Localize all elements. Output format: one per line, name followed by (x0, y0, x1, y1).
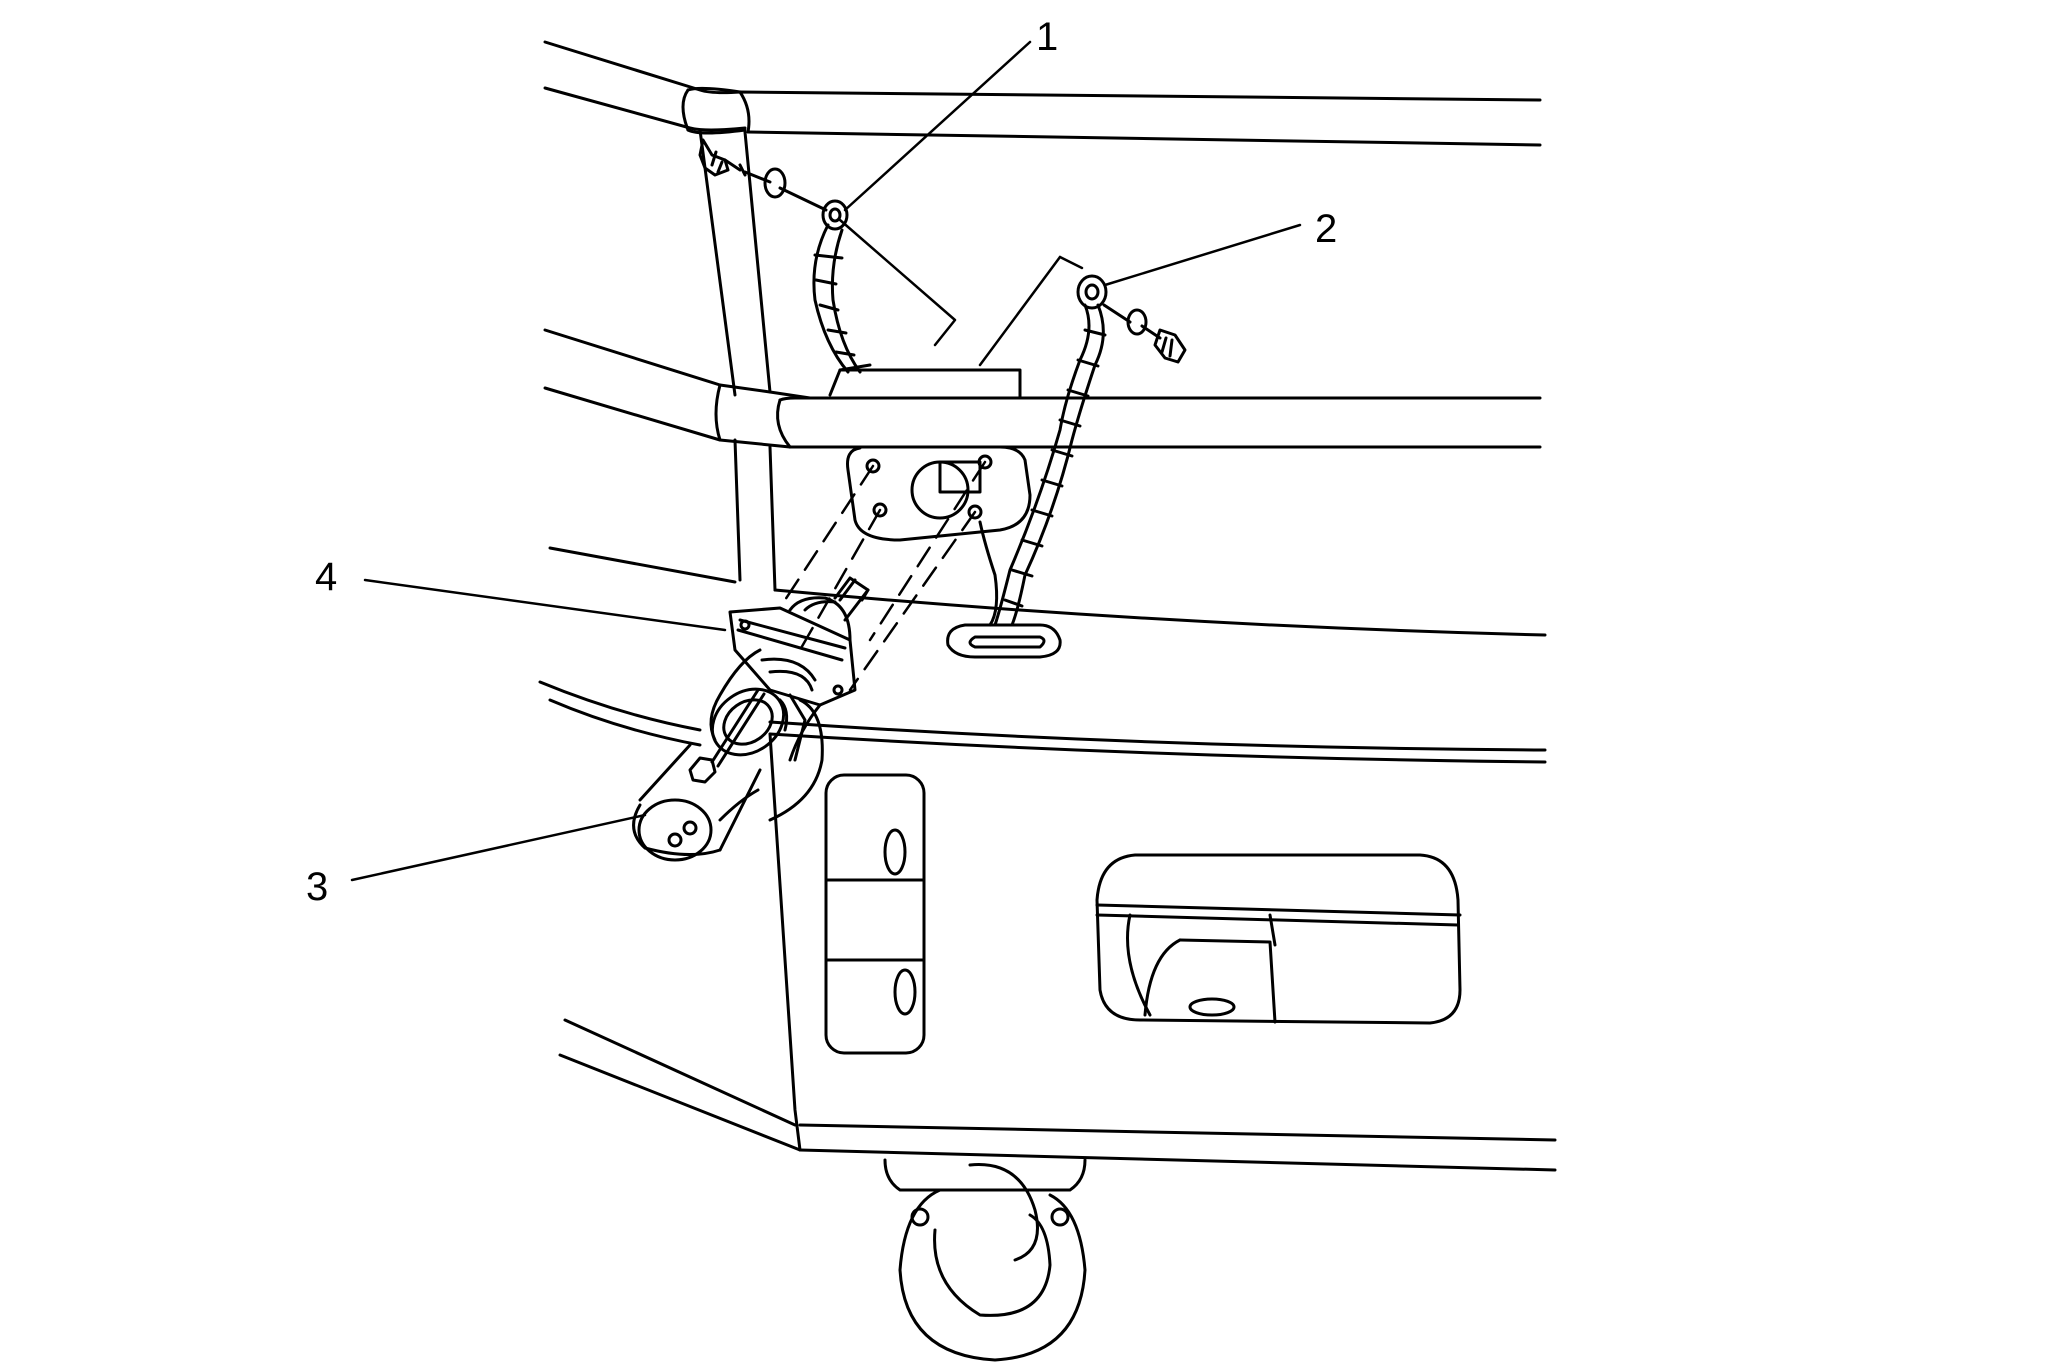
callouts: 1 2 3 4 (306, 15, 1337, 909)
harness-ground-lead (812, 199, 862, 374)
leader-lines (350, 40, 1302, 882)
connector-bolt (688, 688, 766, 784)
middle-rail (543, 328, 1542, 592)
leader-1-box (838, 218, 957, 347)
insertion-arrow (833, 576, 870, 622)
callout-4: 4 (315, 555, 337, 599)
reflector (824, 773, 926, 1055)
alignment-lines (783, 460, 987, 692)
ground-hardware (698, 138, 828, 212)
leader-1 (843, 40, 1032, 212)
mounting-plate (846, 445, 1032, 542)
trailer-connector (709, 596, 857, 822)
callout-3: 3 (306, 865, 328, 909)
callout-1: 1 (1036, 15, 1058, 59)
harness-power-lead (946, 274, 1108, 659)
power-hardware (1102, 303, 1187, 364)
leader-2 (1103, 223, 1302, 287)
leader-2-box (1058, 255, 1084, 270)
callout-2: 2 (1315, 207, 1337, 251)
plug-end-cap (632, 743, 762, 862)
bumper-step-pocket (1095, 853, 1462, 1025)
leader-2b (978, 255, 1062, 367)
tow-hook (883, 1158, 1087, 1362)
lower-body (538, 546, 1557, 1172)
upper-frame (543, 40, 1542, 397)
leader-4 (363, 578, 727, 632)
leader-3 (350, 813, 647, 882)
